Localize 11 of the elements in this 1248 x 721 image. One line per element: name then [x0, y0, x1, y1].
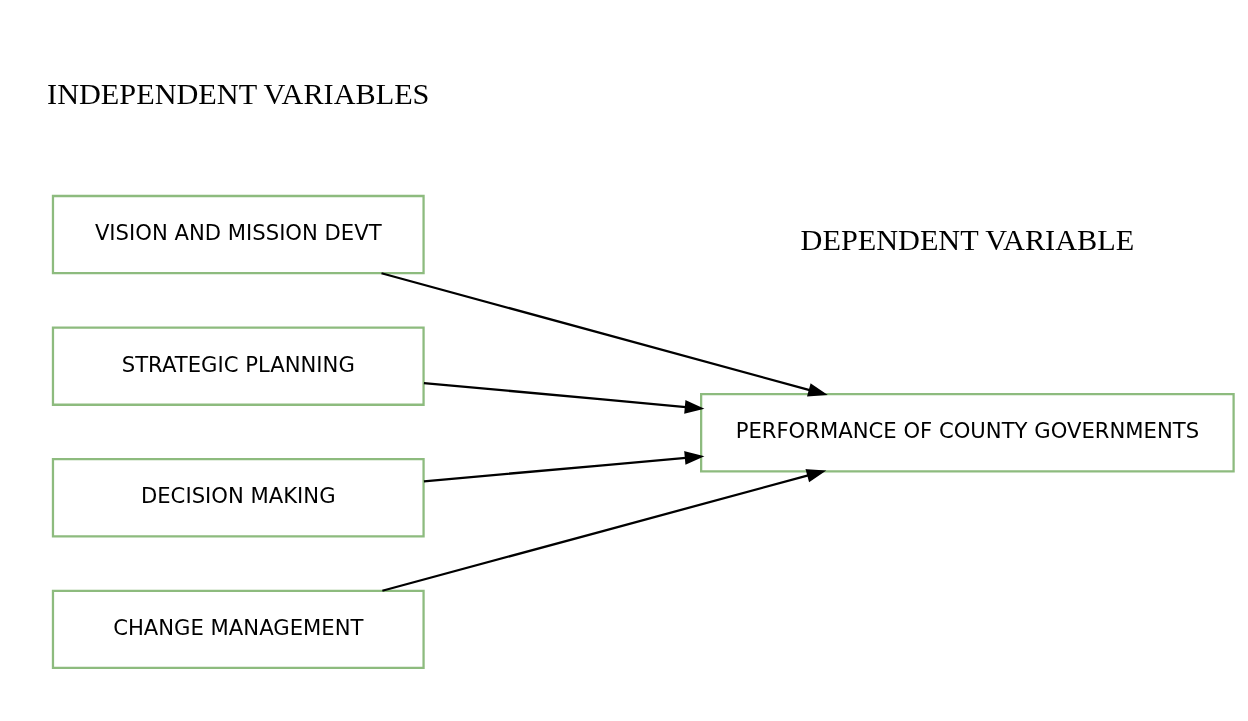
arrow: [423, 381, 705, 414]
label: INDEPENDENT VARIABLES: [47, 77, 430, 112]
arrow: [381, 272, 828, 397]
arrow: [382, 469, 827, 592]
node-box: DECISION MAKING: [51, 458, 425, 538]
node-box: VISION AND MISSION DEVT: [51, 194, 425, 275]
node-box: CHANGE MANAGEMENT: [51, 589, 425, 670]
node-box: STRATEGIC PLANNING: [51, 326, 425, 406]
arrow: [423, 451, 705, 483]
label: DEPENDENT VARIABLE: [800, 222, 1135, 257]
node-box: PERFORMANCE OF COUNTY GOVERNMENTS: [700, 393, 1235, 473]
